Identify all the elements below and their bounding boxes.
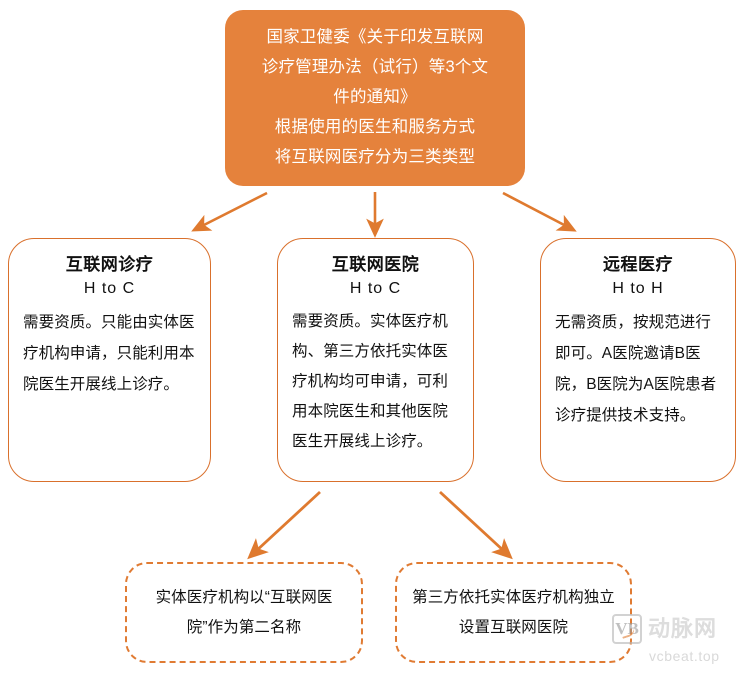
- root-line-5: 将互联网医疗分为三类类型: [274, 148, 476, 166]
- root-line-3: 件的通知》: [333, 88, 417, 106]
- category-body-internet-hospital: 需要资质。实体医疗机构、第三方依托实体医疗机构均可申请，可利用本院医生和其他医院…: [292, 313, 449, 450]
- category-box-internet-diagnosis: 互联网诊疗 H to C 需要资质。只能由实体医疗机构申请，只能利用本院医生开展…: [8, 238, 211, 482]
- arrow-hospital-to-independent: [439, 490, 513, 560]
- root-policy-box: 国家卫健委《关于印发互联网 诊疗管理办法（试行）等3个文 件的通知》 根据使用的…: [225, 10, 525, 186]
- arrow-hospital-to-second-name: [247, 490, 321, 560]
- leaf-text-second-name: 实体医疗机构以“互联网医院”作为第二名称: [155, 588, 333, 636]
- leaf-box-independent-setup: 第三方依托实体医疗机构独立设置互联网医院: [395, 562, 632, 663]
- watermark-brand: 动脉网: [648, 615, 718, 641]
- arrow-root-to-diagnosis: [191, 191, 268, 232]
- leaf-text-independent-setup: 第三方依托实体医疗机构独立设置互联网医院: [412, 588, 615, 636]
- category-body-internet-diagnosis: 需要资质。只能由实体医疗机构申请，只能利用本院医生开展线上诊疗。: [23, 314, 195, 393]
- root-line-1: 国家卫健委《关于印发互联网: [266, 28, 484, 46]
- watermark: VB 动脉网 vcbeat.top: [612, 607, 742, 669]
- arrow-root-to-remote: [502, 191, 577, 232]
- category-title-internet-diagnosis: 互联网诊疗: [65, 255, 154, 274]
- category-subtitle-remote-medicine: H to H: [612, 280, 664, 297]
- category-body-remote-medicine: 无需资质，按规范进行即可。A医院邀请B医院，B医院为A医院患者诊疗提供技术支持。: [555, 314, 717, 424]
- root-line-2: 诊疗管理办法（试行）等3个文: [261, 58, 489, 76]
- category-title-remote-medicine: 远程医疗: [603, 255, 673, 274]
- watermark-url: vcbeat.top: [649, 647, 720, 664]
- category-box-remote-medicine: 远程医疗 H to H 无需资质，按规范进行即可。A医院邀请B医院，B医院为A医…: [540, 238, 736, 482]
- root-line-4: 根据使用的医生和服务方式: [274, 118, 476, 136]
- category-box-internet-hospital: 互联网医院 H to C 需要资质。实体医疗机构、第三方依托实体医疗机构均可申请…: [277, 238, 474, 482]
- leaf-box-second-name: 实体医疗机构以“互联网医院”作为第二名称: [125, 562, 363, 663]
- category-subtitle-internet-hospital: H to C: [349, 280, 402, 297]
- category-title-internet-hospital: 互联网医院: [331, 255, 420, 274]
- vb-logo-icon: VB: [612, 613, 642, 644]
- category-subtitle-internet-diagnosis: H to C: [83, 280, 136, 297]
- watermark-row: VB 动脉网: [612, 613, 718, 644]
